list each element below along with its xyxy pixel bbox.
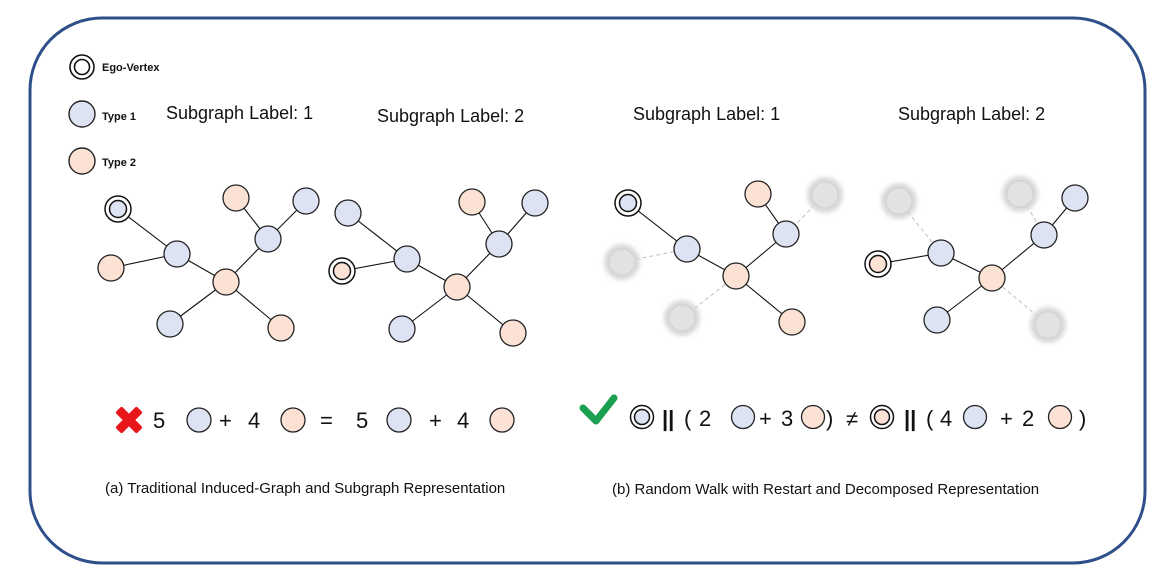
ego-vertex-icon [869,404,895,430]
ego-vertex-icon [629,404,655,430]
legend-type1-icon [68,100,96,128]
faded-node [1002,176,1038,212]
type1-node [772,220,800,248]
ego-vertex [864,250,892,278]
faded-node [807,177,843,213]
type1-node [254,225,282,253]
type1-node [927,239,955,267]
type1-node [334,199,362,227]
type1-node [163,240,191,268]
type2-node [97,254,125,282]
type2-node [443,273,471,301]
eq-b-plus: + [759,406,772,431]
type2-node [744,180,772,208]
type1-node [388,315,416,343]
type2-node [722,262,750,290]
faded-node [604,244,640,280]
type1-node [1061,184,1089,212]
type2-icon [800,404,826,430]
type1-icon [962,404,988,430]
legend-type2-icon [68,147,96,175]
type2-node [778,308,806,336]
eq-a-plus: + [219,408,232,433]
ego-vertex [328,257,356,285]
ego-vertex [104,195,132,223]
type1-icon [186,407,212,433]
type2-node [978,264,1006,292]
caption-a: (a) Traditional Induced-Graph and Subgra… [105,480,505,497]
eq-a-number: 5 [153,408,165,433]
type1-node [292,187,320,215]
type2-node [499,319,527,347]
type2-node [212,268,240,296]
subgraph-title-3: Subgraph Label: 1 [633,104,780,124]
type1-node [393,245,421,273]
type1-node [521,189,549,217]
legend-type2-label: Type 2 [102,157,136,169]
graph-3 [604,177,843,336]
eq-b-paren: ) [1079,406,1086,431]
eq-b-plus: + [1000,406,1013,431]
check-icon [579,394,618,425]
equation-b: || ( 2 + 3 ) ≠ || ( 4 + 2 ) [579,394,1086,431]
type2-icon [489,407,515,433]
eq-b-bar: || [904,406,916,431]
subgraph-title-2: Subgraph Label: 2 [377,106,524,126]
type1-node [673,235,701,263]
type1-node [485,230,513,258]
eq-a-number: 4 [248,408,260,433]
graph-1 [97,184,320,342]
equation-a: 5 + 4 = 5 + 4 [116,407,515,433]
eq-b-not-equal: ≠ [846,406,858,431]
eq-a-plus: + [429,408,442,433]
type2-icon [280,407,306,433]
ego-vertex [614,189,642,217]
eq-b-paren: ( [926,406,934,431]
type2-node [267,314,295,342]
outer-frame [28,16,1147,565]
type1-icon [386,407,412,433]
legend-ego-label: Ego-Vertex [102,62,160,74]
type2-icon [1047,404,1073,430]
graph-4 [864,176,1089,343]
eq-b-paren: ) [826,406,833,431]
type2-node [458,188,486,216]
type1-icon [730,404,756,430]
graph-2 [328,188,549,347]
type1-node [923,306,951,334]
eq-a-number: 5 [356,408,368,433]
eq-b-number: 2 [699,406,711,431]
legend-type1-label: Type 1 [102,111,136,123]
eq-b-paren: ( [684,406,692,431]
faded-node [664,300,700,336]
legend-ego-vertex-icon [69,54,95,80]
eq-b-number: 2 [1022,406,1034,431]
cross-icon [116,407,142,433]
legend: Ego-Vertex Type 1 Type 2 [68,54,160,175]
faded-node [881,183,917,219]
caption-b: (b) Random Walk with Restart and Decompo… [612,481,1039,498]
subgraph-title-1: Subgraph Label: 1 [166,103,313,123]
eq-b-number: 3 [781,406,793,431]
faded-node [1030,307,1066,343]
eq-b-bar: || [662,406,674,431]
type1-node [1030,221,1058,249]
type1-node [156,310,184,338]
subgraph-title-4: Subgraph Label: 2 [898,104,1045,124]
eq-a-number: 4 [457,408,469,433]
type2-node [222,184,250,212]
eq-b-number: 4 [940,406,952,431]
eq-a-equals: = [320,408,333,433]
